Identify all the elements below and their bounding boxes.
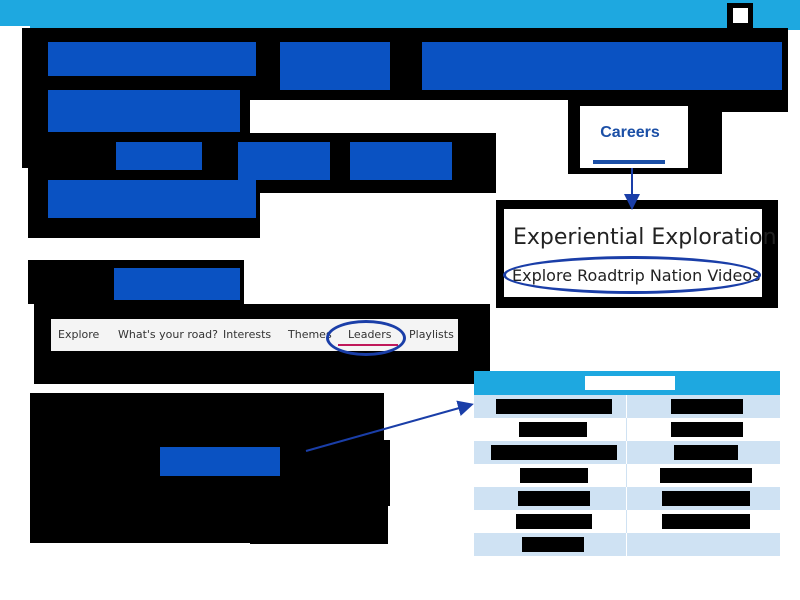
redacted-text (48, 90, 240, 132)
redacted-text (350, 142, 452, 180)
nav-item-playlists[interactable]: Playlists (409, 328, 454, 341)
banner-notch (0, 26, 30, 30)
redacted-text (238, 142, 330, 180)
redacted-text (116, 142, 202, 170)
table-row (474, 533, 780, 556)
table-cell-redacted (522, 537, 584, 552)
table-cell-redacted (516, 514, 592, 529)
redacted-text (48, 42, 256, 76)
table-row (474, 510, 780, 533)
leaders-highlight-ellipse (326, 320, 406, 356)
redacted-text (280, 42, 390, 90)
table-cell-redacted (662, 491, 750, 506)
table-row (474, 441, 780, 464)
subtitle-highlight-ellipse (503, 256, 761, 294)
exploration-title: Experiential Exploration (513, 225, 777, 250)
careers-label: Careers (600, 124, 660, 141)
careers-tab[interactable] (580, 106, 688, 168)
table-cell-redacted (491, 445, 617, 460)
table-title-redacted (585, 376, 675, 390)
corner-button-icon (733, 8, 748, 23)
redacted-block (250, 500, 388, 544)
table-cell-redacted (674, 445, 738, 460)
redacted-text (422, 42, 782, 90)
table-row (474, 418, 780, 441)
nav-item-interests[interactable]: Interests (223, 328, 272, 341)
table-cell-redacted (660, 468, 752, 483)
redacted-text (114, 268, 240, 300)
redacted-block (722, 100, 788, 112)
table-cell-redacted (671, 422, 743, 437)
table-row (474, 395, 780, 418)
table-cell-redacted (518, 491, 590, 506)
table-cell-redacted (519, 422, 587, 437)
table-row (474, 487, 780, 510)
table-cell-redacted (662, 514, 750, 529)
table-row (474, 464, 780, 487)
redacted-text (160, 447, 280, 476)
table-cell-redacted (496, 399, 612, 414)
nav-item-explore[interactable]: Explore (58, 328, 100, 341)
top-banner (0, 0, 800, 30)
nav-item-whats-your-road[interactable]: What's your road? (118, 328, 218, 341)
nav-item-themes[interactable]: Themes (288, 328, 332, 341)
careers-underline (593, 160, 665, 164)
redacted-text (48, 180, 256, 218)
table-cell-redacted (671, 399, 743, 414)
table-cell-redacted (520, 468, 588, 483)
